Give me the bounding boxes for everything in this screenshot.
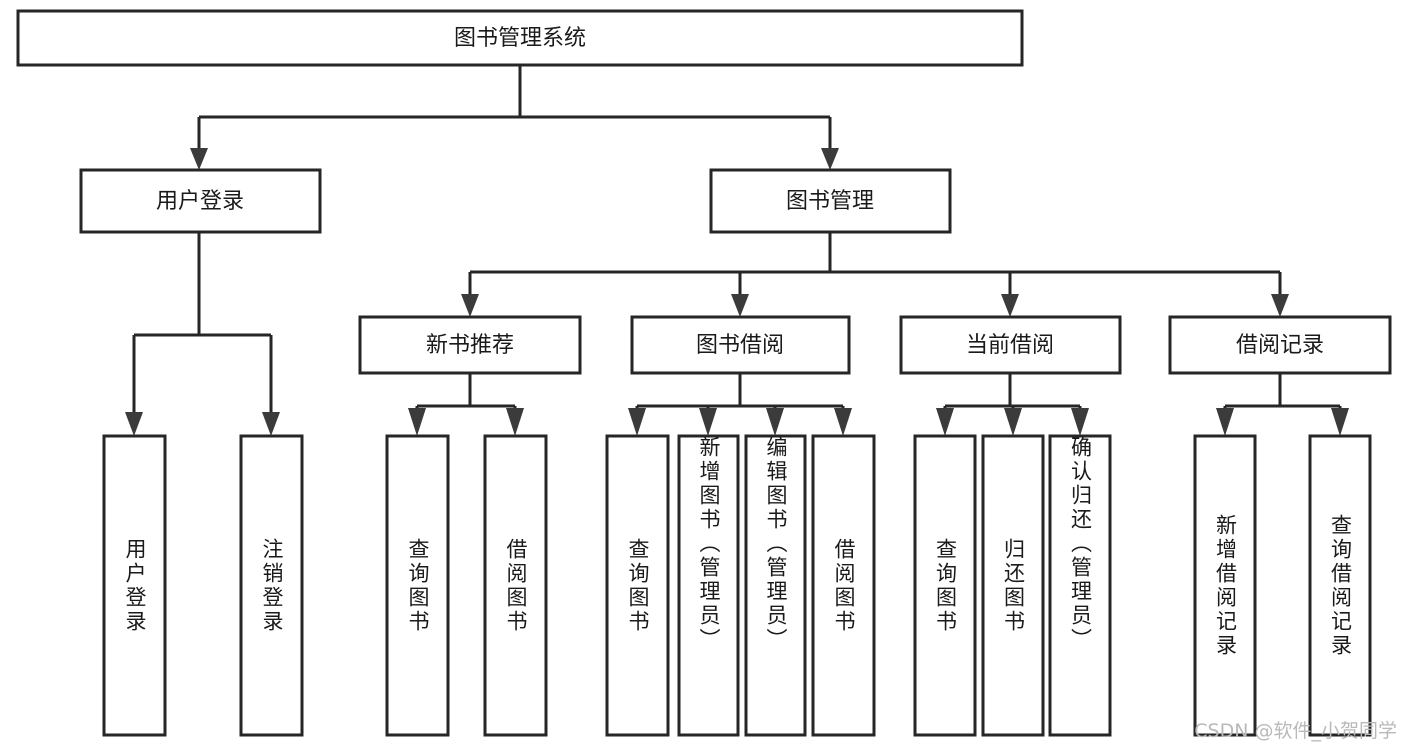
arrow-head-book-management	[821, 148, 839, 170]
leaf-query-book-1-rect[interactable]	[385, 434, 450, 737]
node-current-borrow-label: 当前借阅	[966, 333, 1054, 358]
leaf-edit-book-rect[interactable]	[744, 434, 807, 737]
node-borrow-record-label: 借阅记录	[1236, 333, 1324, 358]
arrow-head-add-record	[1216, 408, 1234, 436]
arrow-head-edit-book	[766, 408, 784, 436]
node-current-borrow-rect[interactable]	[899, 315, 1122, 375]
leaf-borrow-book-2-rect[interactable]	[811, 434, 876, 737]
node-book-borrow-label: 图书借阅	[696, 333, 784, 358]
node-new-book-recommend[interactable]: 新书推荐	[358, 315, 582, 375]
arrow-head-query-book-1	[408, 408, 426, 436]
node-book-management-rect[interactable]	[709, 168, 952, 234]
node-user-login[interactable]: 用户登录	[79, 168, 322, 234]
arrow-head-user-login	[190, 148, 208, 170]
arrow-head-add-book	[699, 408, 717, 436]
node-book-borrow[interactable]: 图书借阅	[630, 315, 851, 375]
leaf-query-record-rect[interactable]	[1308, 434, 1372, 737]
node-root[interactable]: 图书管理系统	[16, 9, 1024, 67]
leaf-add-record-rect[interactable]	[1193, 434, 1257, 737]
arrow-head-leaf-user-login	[125, 412, 143, 436]
leaf-logout-rect[interactable]	[239, 434, 304, 737]
node-book-management[interactable]: 图书管理	[709, 168, 952, 234]
arrow-head-return-book	[1004, 408, 1022, 436]
leaf-rect-group	[102, 434, 1372, 737]
leaf-query-book-2-rect[interactable]	[605, 434, 670, 737]
arrow-head-query-record	[1331, 408, 1349, 436]
arrow-head-borrow-book-2	[834, 408, 852, 436]
node-user-login-rect[interactable]	[79, 168, 322, 234]
node-borrow-record[interactable]: 借阅记录	[1168, 315, 1392, 375]
leaf-query-book-3-rect[interactable]	[913, 434, 977, 737]
node-book-borrow-rect[interactable]	[630, 315, 851, 375]
arrow-head-confirm-return	[1071, 408, 1089, 436]
arrow-head-borrow-book-1	[506, 408, 524, 436]
leaf-user-login-rect[interactable]	[102, 434, 167, 737]
node-borrow-record-rect[interactable]	[1168, 315, 1392, 375]
arrow-head-new-book	[461, 294, 479, 317]
node-new-book-recommend-rect[interactable]	[358, 315, 582, 375]
arrow-head-query-book-2	[628, 408, 646, 436]
arrow-head-current-borrow	[1001, 294, 1019, 317]
leaf-add-book-rect[interactable]	[677, 434, 740, 737]
node-book-management-label: 图书管理	[786, 189, 874, 214]
arrow-head-leaf-logout	[262, 412, 280, 436]
arrow-head-book-borrow	[731, 294, 749, 317]
leaf-return-book-rect[interactable]	[981, 434, 1045, 737]
node-new-book-recommend-label: 新书推荐	[426, 333, 514, 358]
edge-group	[125, 65, 1349, 436]
leaf-borrow-book-1-rect[interactable]	[483, 434, 548, 737]
node-current-borrow[interactable]: 当前借阅	[899, 315, 1122, 375]
arrow-head-borrow-record	[1271, 294, 1289, 317]
leaf-confirm-return-rect[interactable]	[1048, 434, 1112, 737]
arrow-head-query-book-3	[936, 408, 954, 436]
node-root-rect[interactable]	[16, 9, 1024, 67]
node-user-login-label: 用户登录	[156, 189, 244, 214]
node-root-label: 图书管理系统	[454, 26, 586, 51]
